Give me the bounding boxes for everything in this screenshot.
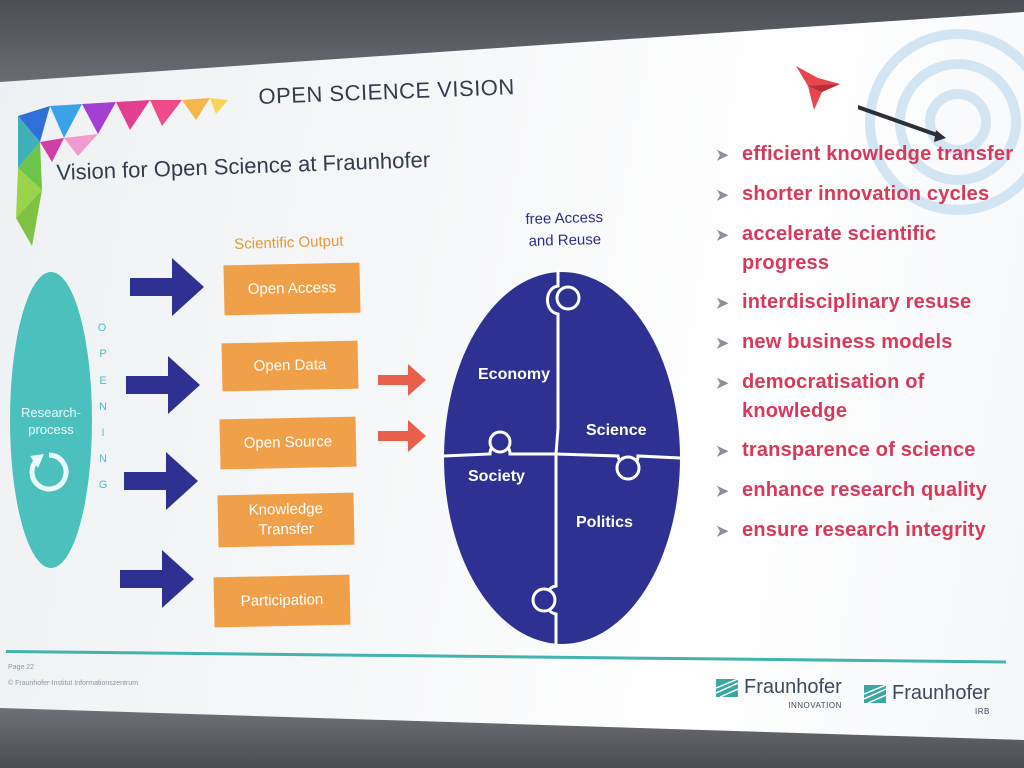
fraunhofer-irb-logo: Fraunhofer IRB <box>864 682 990 716</box>
chevron-right-icon: ➤ <box>716 483 729 500</box>
footer-divider <box>5 650 1006 664</box>
fraunhofer-logo-icon <box>864 685 886 703</box>
page-number: Page 22 <box>8 664 35 671</box>
research-process-oval <box>10 272 92 568</box>
chevron-right-icon: ➤ <box>716 295 729 312</box>
fraunhofer-innovation-logo: Fraunhofer INNOVATION <box>716 676 842 710</box>
chevron-right-icon: ➤ <box>716 375 729 392</box>
logo-name: Fraunhofer <box>744 676 842 698</box>
opening-letter: N <box>99 453 107 465</box>
chevron-right-icon: ➤ <box>716 523 729 540</box>
opening-letter: N <box>99 401 107 413</box>
chevron-right-icon: ➤ <box>716 335 729 352</box>
output-box-open-access: Open Access <box>223 262 361 316</box>
puzzle-piece-politics: Politics <box>576 514 633 531</box>
opening-letter: P <box>99 348 107 360</box>
target-icon <box>858 29 1024 215</box>
puzzle-piece-society: Society <box>468 468 525 485</box>
puzzle-piece-economy: Economy <box>478 366 551 383</box>
chevron-right-icon: ➤ <box>716 187 729 204</box>
output-box-open-data: Open Data <box>221 340 359 392</box>
cycle-icon <box>29 452 69 492</box>
blue-arrow-icon <box>124 452 198 510</box>
benefit-item: ➤shorter innovation cycles <box>716 180 1016 210</box>
free-access-title: free Access and Reuse <box>518 207 611 253</box>
blue-arrow-icon <box>120 550 194 608</box>
blue-arrow-icon <box>130 258 204 316</box>
benefit-item: ➤efficient knowledge transfer <box>716 140 1016 170</box>
benefit-item: ➤accelerate scientific progress <box>716 220 1016 278</box>
opening-letter: I <box>101 427 105 439</box>
opening-letter: O <box>97 322 107 334</box>
logo-name: Fraunhofer <box>892 682 990 704</box>
output-box-open-source: Open Source <box>219 416 357 470</box>
logo-sub: IRB <box>975 707 990 716</box>
footer-copyright: © Fraunhofer-Institut Informationszentru… <box>8 680 139 687</box>
slide-title: OPEN SCIENCE VISION <box>258 74 516 109</box>
research-label-line2: process <box>28 422 74 437</box>
logo-sub: INNOVATION <box>788 701 842 710</box>
opening-letter: G <box>98 479 108 491</box>
arrow-fletching-icon <box>796 66 840 110</box>
chevron-right-icon: ➤ <box>716 227 729 244</box>
puzzle-piece-science: Science <box>586 422 647 439</box>
puzzle-oval <box>443 270 681 646</box>
free-access-line1: free Access <box>525 208 604 229</box>
opening-letter: E <box>99 375 107 387</box>
benefit-item: ➤enhance research quality <box>716 476 1016 506</box>
benefit-item: ➤interdisciplinary resuse <box>716 288 1016 318</box>
research-label-line1: Research- <box>21 405 81 420</box>
knowledge-transfer-line2: Transfer <box>258 520 315 539</box>
benefit-item: ➤new business models <box>716 328 1016 358</box>
scientific-output-title: Scientific Output <box>234 232 344 253</box>
free-access-line2: and Reuse <box>528 231 602 250</box>
fraunhofer-logo-icon <box>716 679 738 697</box>
research-process-label: Research- process <box>10 404 92 438</box>
benefit-item: ➤transparence of science <box>716 436 1016 466</box>
output-box-knowledge-transfer: Knowledge Transfer <box>217 492 355 548</box>
benefit-item: ➤democratisation of knowledge <box>716 368 1016 426</box>
red-arrow-icon <box>378 420 426 452</box>
knowledge-transfer-line1: Knowledge <box>248 500 324 519</box>
blue-arrow-icon <box>126 356 200 414</box>
benefit-item: ➤ensure research integrity <box>716 516 1016 546</box>
red-arrow-icon <box>378 364 426 396</box>
output-box-participation: Participation <box>213 574 351 628</box>
colorful-triangles-decoration <box>16 98 228 246</box>
chevron-right-icon: ➤ <box>716 147 729 164</box>
chevron-right-icon: ➤ <box>716 443 729 460</box>
benefits-list: ➤efficient knowledge transfer ➤shorter i… <box>716 140 1016 556</box>
